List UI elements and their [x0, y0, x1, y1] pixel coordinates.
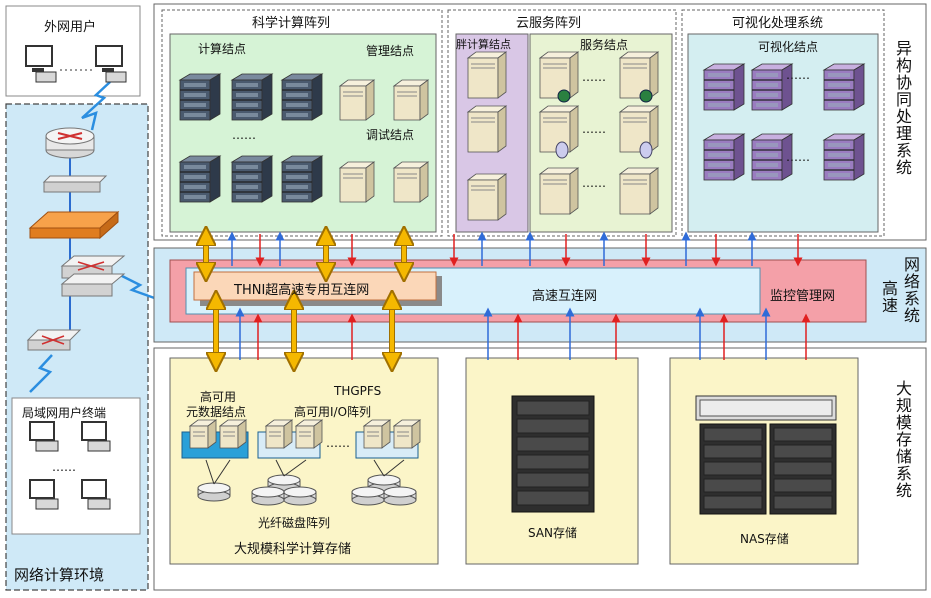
nas-rack-icon: [695, 395, 837, 515]
fat-node-label: 胖计算结点: [456, 38, 511, 51]
storage-server-icons: [188, 419, 422, 449]
network-env-label: 网络计算环境: [14, 566, 105, 584]
service-server-icons: [538, 51, 660, 215]
debug-node-label: 调试结点: [366, 128, 415, 142]
ellipsis-service-1: ……: [582, 70, 606, 84]
vis-rack-icons: [702, 63, 866, 181]
fat-server-icons: [466, 51, 508, 221]
compute-rack-icons: [178, 73, 324, 203]
san-label: SAN存储: [528, 526, 578, 540]
service-node-label: 服务结点: [580, 38, 629, 52]
compute-node-label: 计算结点: [198, 42, 247, 56]
monitor-label: 监控管理网: [770, 289, 836, 304]
disk-icons: [197, 459, 417, 506]
thni-label: THNI超高速专用互连网: [234, 283, 370, 298]
internet-pc-icons: [25, 45, 127, 83]
hetero-label: 异构协同处理系统: [893, 40, 912, 176]
ellipsis-service-2: ……: [582, 122, 606, 136]
vis-system-title: 可视化处理系统: [732, 16, 824, 31]
ellipsis-vis-1: ……: [786, 68, 810, 82]
meta-node-label-1: 高可用: [200, 390, 237, 404]
ellipsis-lan: ……: [52, 460, 76, 474]
lan-terminal-box: [11, 397, 141, 535]
access-switch-icon: [26, 329, 82, 351]
ellipsis-vis-2: ……: [786, 150, 810, 164]
mgmt-node-label: 管理结点: [366, 44, 415, 58]
san-rack-icon: [511, 395, 595, 513]
ellipsis-io: ……: [326, 436, 350, 450]
management-server-icons: [338, 79, 430, 203]
network-label-a: 网络系统: [901, 256, 920, 324]
highspeed-label: 高速互连网: [532, 289, 598, 304]
cloud-array-title: 云服务阵列: [516, 16, 582, 31]
thgpfs-label: THGPFS: [334, 384, 382, 398]
nas-label: NAS存储: [740, 532, 789, 546]
hub-icon: [42, 175, 108, 193]
fc-disk-label: 光纤磁盘阵列: [258, 516, 331, 530]
storage-label: 大规模存储系统: [893, 380, 912, 499]
connection-arrows: [206, 234, 811, 362]
wan-link-bolt: [81, 81, 111, 131]
core-switch-icon: [60, 255, 126, 297]
vis-node-label: 可视化结点: [758, 40, 819, 54]
sci-storage-label: 大规模科学计算存储: [234, 542, 352, 557]
firewall-icon: [28, 210, 120, 240]
meta-node-label-2: 元数据结点: [186, 405, 247, 419]
lan-pc-icons: [29, 421, 111, 510]
network-label-b: 高速: [879, 280, 898, 314]
ellipsis-compute: ……: [232, 128, 256, 142]
io-array-label: 高可用I/O阵列: [294, 405, 372, 419]
compute-array-title: 科学计算阵列: [252, 16, 331, 31]
ellipsis-service-3: ……: [582, 176, 606, 190]
lan-terminal-label: 局域网用户终端: [22, 406, 107, 420]
lan-link-bolt: [29, 354, 53, 393]
internet-user-label: 外网用户: [44, 20, 97, 35]
router-icon: [45, 127, 95, 159]
core-link-bolt: [119, 273, 161, 302]
